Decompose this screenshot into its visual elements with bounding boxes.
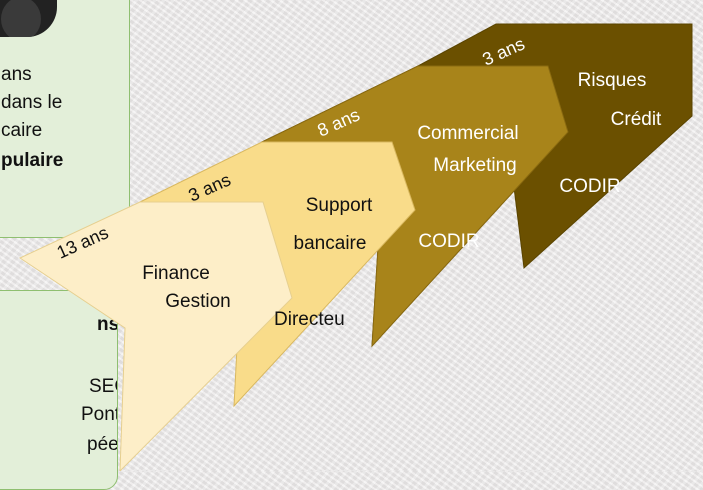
top-card-line-1: ans <box>1 64 32 85</box>
stage-3-line2: Crédit <box>611 109 662 130</box>
stage-0-line1: Finance <box>142 263 210 284</box>
bottom-profile-card: ns SEC Ponts pées <box>0 290 118 490</box>
stage-2-line1: Commercial <box>417 123 518 144</box>
top-profile-card: ans dans le caire pulaire <box>0 0 130 238</box>
stage-3-line1: Risques <box>578 70 647 91</box>
stage-3-line3: CODIR <box>559 176 620 197</box>
stage-1-line2: bancaire <box>294 233 367 254</box>
stage-2-line2: Marketing <box>433 155 516 176</box>
top-card-line-3: caire <box>1 120 43 141</box>
stage-2-line3: CODIR <box>418 231 479 252</box>
stage-1-line1: Support <box>306 195 373 216</box>
stage-shape-0 <box>18 201 293 471</box>
bottom-card-line-2: SEC <box>89 376 117 397</box>
bottom-card-line-3: Ponts <box>81 404 117 425</box>
bottom-card-line-4: pées <box>87 434 118 455</box>
career-chevron-diagram: 13 ans 3 ans 8 ans 3 ans Finance Gestion… <box>18 23 693 471</box>
top-card-line-2: dans le <box>1 92 63 113</box>
stage-0-line2: Gestion <box>165 291 230 312</box>
stage-1-line3: Directeu <box>274 309 345 330</box>
top-card-line-4: pulaire <box>1 150 64 171</box>
